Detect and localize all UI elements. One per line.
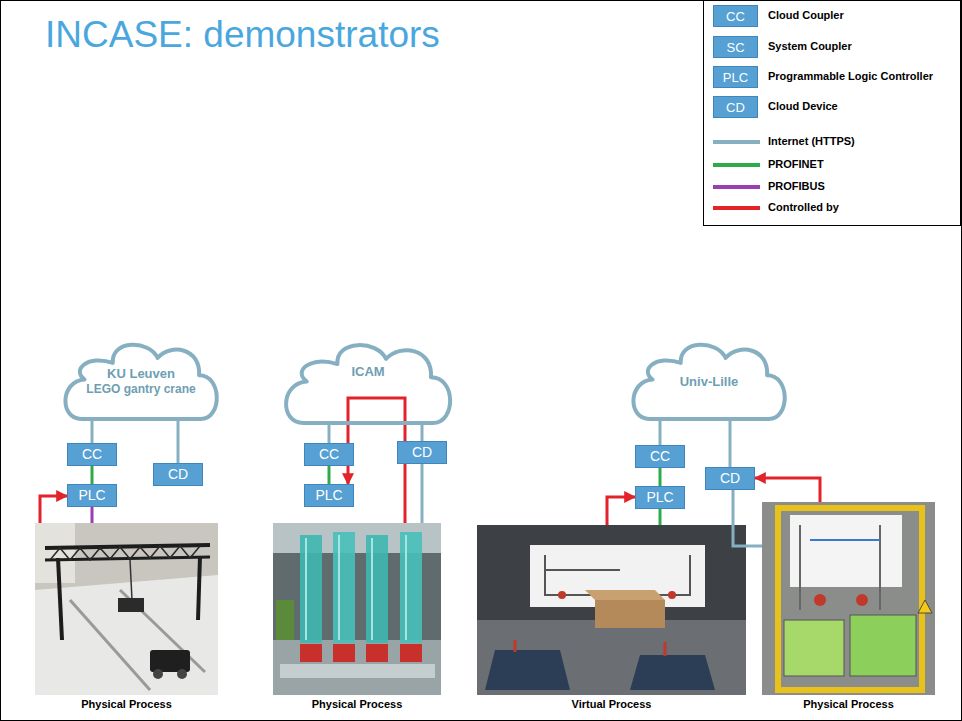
control-arrow xyxy=(755,478,820,502)
legend-entry: SC System Coupler xyxy=(713,36,953,58)
process-caption: Physical Process xyxy=(81,698,172,710)
legend-line-sample xyxy=(713,197,761,219)
network-link xyxy=(421,464,424,523)
legend-text: Cloud Device xyxy=(768,100,838,112)
network-link xyxy=(733,490,762,546)
network-link xyxy=(328,425,331,443)
network-link xyxy=(421,425,424,441)
component-box: CD xyxy=(705,467,755,490)
component-label: CC xyxy=(82,447,102,462)
component-box: CC xyxy=(304,443,354,466)
legend-entry: PROFIBUS xyxy=(713,176,953,198)
process-caption: Physical Process xyxy=(312,698,403,710)
component-box: CC xyxy=(67,443,117,466)
cloud-node: KU LeuvenLEGO gantry crane xyxy=(58,338,224,421)
legend-entry: Controlled by xyxy=(713,197,953,219)
component-box: PLC xyxy=(304,484,354,507)
legend-line-sample xyxy=(713,176,761,198)
legend-text: Programmable Logic Controller xyxy=(768,70,933,82)
cloud-node: ICAM xyxy=(278,338,458,425)
network-link xyxy=(91,466,94,484)
legend-text: PROFINET xyxy=(768,158,824,170)
network-link xyxy=(328,466,331,484)
component-box: PLC xyxy=(67,484,117,507)
network-link xyxy=(659,509,662,525)
process-caption: Physical Process xyxy=(803,698,894,710)
gantry-crane-photo xyxy=(35,523,218,695)
legend-text: Controlled by xyxy=(768,201,839,213)
network-link xyxy=(659,468,662,486)
legend-frame xyxy=(704,1,961,226)
legend-text: Internet (HTTPS) xyxy=(768,135,855,147)
process-caption: Virtual Process xyxy=(572,698,652,710)
site-name: Univ-Lille xyxy=(680,374,739,390)
control-arrow xyxy=(40,496,67,523)
legend-entry: Internet (HTTPS) xyxy=(713,131,953,153)
process-picture: Physical Process xyxy=(762,502,935,695)
swatch-abbreviation: SC xyxy=(726,40,744,55)
component-label: PLC xyxy=(78,488,105,503)
site-name: ICAM xyxy=(351,364,384,380)
control-arrow xyxy=(607,497,635,525)
component-label: CC xyxy=(319,447,339,462)
legend-swatch: CC xyxy=(713,5,758,27)
water-tanks-photo xyxy=(273,523,441,695)
component-label: CC xyxy=(650,449,670,464)
network-link xyxy=(177,421,180,463)
cloud-outline xyxy=(278,338,458,425)
component-label: CD xyxy=(168,467,188,482)
component-label: CD xyxy=(720,471,740,486)
legend-text: PROFIBUS xyxy=(768,180,825,192)
legend-swatch: PLC xyxy=(713,66,758,88)
legend-entry: CD Cloud Device xyxy=(713,96,953,118)
component-box: PLC xyxy=(635,486,685,509)
network-link xyxy=(729,421,732,467)
slide-title: INCASE: demonstrators xyxy=(45,14,440,56)
legend-text: Cloud Coupler xyxy=(768,9,844,21)
process-picture: Physical Process xyxy=(35,523,218,695)
swatch-abbreviation: CC xyxy=(726,9,745,24)
legend-entry: PLC Programmable Logic Controller xyxy=(713,66,953,88)
component-label: PLC xyxy=(315,488,342,503)
site-subtitle: LEGO gantry crane xyxy=(86,382,195,397)
network-link xyxy=(91,507,94,523)
swatch-abbreviation: PLC xyxy=(723,70,748,85)
cloud-node: Univ-Lille xyxy=(626,338,792,421)
legend-swatch: SC xyxy=(713,36,758,58)
legend-line-sample xyxy=(713,131,761,153)
site-name: KU Leuven xyxy=(107,366,175,382)
swatch-abbreviation: CD xyxy=(726,100,745,115)
component-label: PLC xyxy=(646,490,673,505)
network-link xyxy=(91,421,94,443)
component-label: CD xyxy=(412,445,432,460)
component-box: CD xyxy=(397,441,447,464)
legend-line-sample xyxy=(713,154,761,176)
component-box: CD xyxy=(153,463,203,486)
process-picture: Virtual Process xyxy=(477,525,746,695)
process-picture: Physical Process xyxy=(273,523,441,695)
network-link xyxy=(659,421,662,445)
virtual-process-render xyxy=(477,525,746,695)
legend-text: System Coupler xyxy=(768,40,852,52)
legend-entry: CC Cloud Coupler xyxy=(713,5,953,27)
legend-entry: PROFINET xyxy=(713,154,953,176)
process-bench-photo xyxy=(762,502,935,695)
component-box: CC xyxy=(635,445,685,468)
legend-swatch: CD xyxy=(713,96,758,118)
